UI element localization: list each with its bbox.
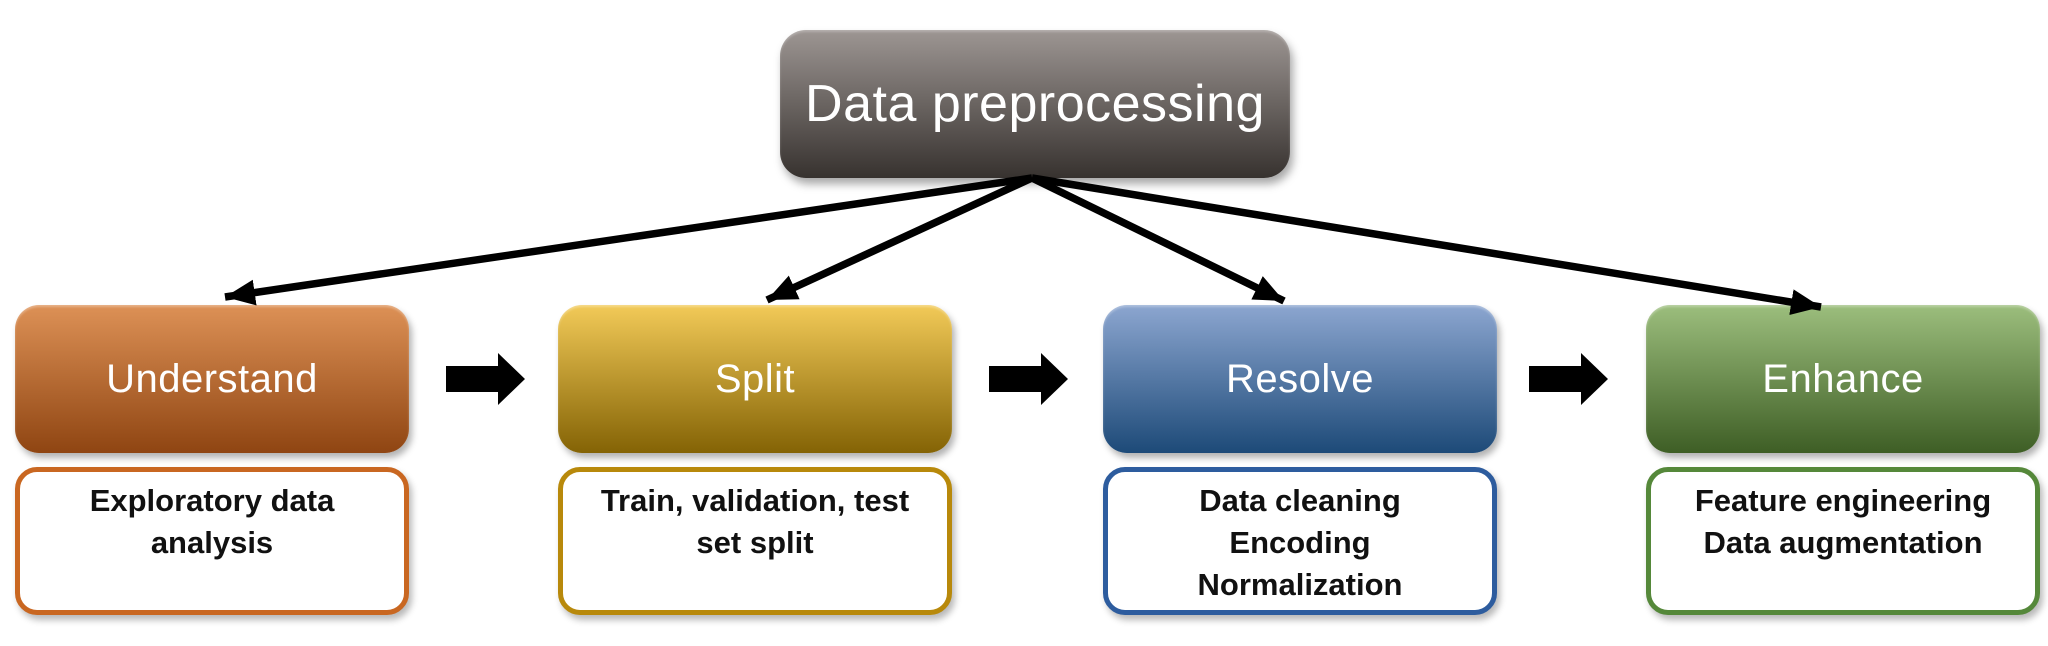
detail-line: Exploratory data xyxy=(89,483,335,518)
flow-arrow-icon xyxy=(446,353,525,405)
enhance-label: Enhance xyxy=(1762,356,1924,401)
flow-arrow-icon xyxy=(1529,353,1608,405)
enhance-details-box: Feature engineering Data augmentation xyxy=(1646,467,2040,615)
enhance-box: Enhance xyxy=(1646,305,2040,453)
split-details-box: Train, validation, test set split xyxy=(558,467,952,615)
flow-arrow-icon xyxy=(989,353,1068,405)
detail-line: Train, validation, test xyxy=(600,483,910,518)
understand-details-box: Exploratory data analysis xyxy=(15,467,409,615)
detail-line: Normalization xyxy=(1197,567,1403,602)
fan-arrow-to-resolve xyxy=(1030,174,1286,305)
fan-arrow-to-split xyxy=(765,174,1034,304)
understand-box: Understand xyxy=(15,305,409,453)
understand-label: Understand xyxy=(106,356,318,401)
fan-arrow-to-enhance xyxy=(1031,174,1822,315)
detail-line: Encoding xyxy=(1229,525,1371,560)
fan-arrow-to-understand xyxy=(224,174,1033,306)
resolve-box: Resolve xyxy=(1103,305,1497,453)
resolve-details-box: Data cleaning Encoding Normalization xyxy=(1103,467,1497,615)
detail-line: Data augmentation xyxy=(1703,525,1983,560)
split-box: Split xyxy=(558,305,952,453)
diagram-title: Data preprocessing xyxy=(805,75,1265,133)
detail-line: set split xyxy=(696,525,814,560)
detail-line: Data cleaning xyxy=(1199,483,1401,518)
split-label: Split xyxy=(714,356,796,401)
detail-line: analysis xyxy=(150,525,274,560)
resolve-label: Resolve xyxy=(1225,356,1374,401)
data-preprocessing-node: Data preprocessing xyxy=(780,30,1290,178)
detail-line: Feature engineering xyxy=(1694,483,1992,518)
